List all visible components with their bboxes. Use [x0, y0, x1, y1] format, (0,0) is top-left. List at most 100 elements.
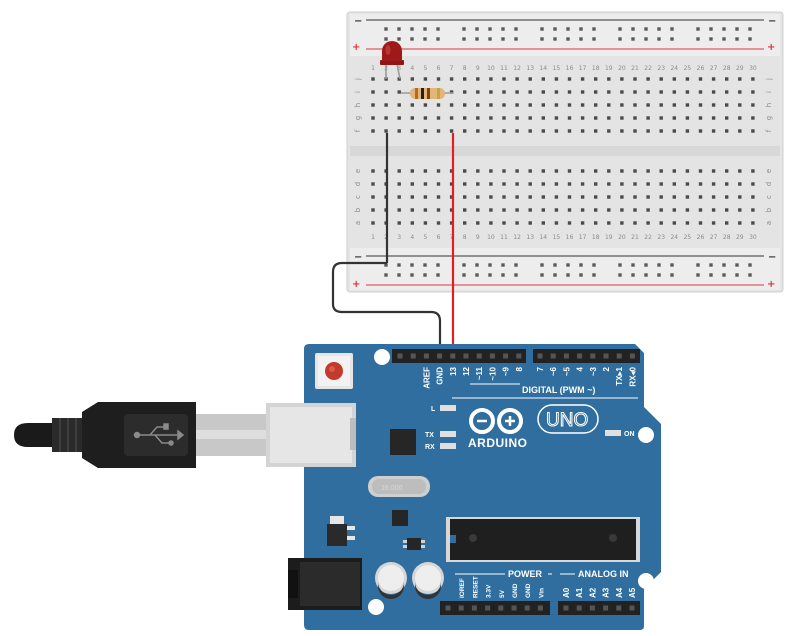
breadboard-hole[interactable]: [476, 116, 480, 120]
breadboard-hole[interactable]: [620, 90, 624, 94]
breadboard-hole[interactable]: [633, 103, 637, 107]
breadboard-hole[interactable]: [685, 221, 690, 225]
breadboard-hole[interactable]: [528, 77, 532, 81]
breadboard-hole[interactable]: [515, 182, 519, 186]
rail-hole[interactable]: [709, 27, 713, 31]
rail-hole[interactable]: [696, 37, 700, 41]
breadboard-hole[interactable]: [659, 221, 663, 225]
breadboard-hole[interactable]: [594, 103, 598, 107]
usb-cable[interactable]: [14, 402, 266, 468]
rail-hole[interactable]: [501, 27, 505, 31]
black-wire-to-gnd[interactable]: [331, 261, 442, 355]
rail-hole[interactable]: [540, 273, 544, 277]
breadboard-hole[interactable]: [502, 116, 506, 120]
rail-hole[interactable]: [475, 37, 479, 41]
breadboard-hole[interactable]: [698, 103, 703, 107]
rail-hole[interactable]: [722, 273, 726, 277]
rail-hole[interactable]: [384, 273, 388, 277]
breadboard-hole[interactable]: [633, 195, 637, 199]
rail-hole[interactable]: [436, 27, 440, 31]
rail-hole[interactable]: [735, 263, 739, 267]
rail-hole[interactable]: [397, 37, 401, 41]
breadboard-hole[interactable]: [489, 103, 493, 107]
breadboard-hole[interactable]: [607, 169, 611, 173]
breadboard-hole[interactable]: [698, 116, 703, 120]
rail-hole[interactable]: [748, 273, 752, 277]
breadboard-hole[interactable]: [436, 129, 441, 133]
breadboard-hole[interactable]: [489, 116, 493, 120]
breadboard-hole[interactable]: [685, 129, 690, 133]
breadboard-hole[interactable]: [463, 103, 467, 107]
header-socket[interactable]: [629, 605, 635, 611]
breadboard-hole[interactable]: [371, 129, 375, 133]
breadboard-hole[interactable]: [502, 169, 506, 173]
breadboard-hole[interactable]: [554, 116, 559, 120]
breadboard-hole[interactable]: [725, 182, 729, 186]
breadboard-hole[interactable]: [725, 116, 729, 120]
breadboard-hole[interactable]: [633, 221, 637, 225]
rail-hole[interactable]: [436, 263, 440, 267]
breadboard-hole[interactable]: [371, 195, 375, 199]
breadboard-hole[interactable]: [489, 90, 493, 94]
breadboard-hole[interactable]: [423, 182, 428, 186]
rail-hole[interactable]: [423, 273, 427, 277]
rail-hole[interactable]: [410, 27, 414, 31]
breadboard-hole[interactable]: [659, 169, 663, 173]
rail-hole[interactable]: [410, 273, 414, 277]
rail-hole[interactable]: [644, 27, 648, 31]
breadboard-hole[interactable]: [410, 208, 414, 212]
breadboard-hole[interactable]: [528, 208, 532, 212]
breadboard-hole[interactable]: [659, 208, 663, 212]
breadboard-hole[interactable]: [410, 182, 414, 186]
breadboard-hole[interactable]: [515, 103, 519, 107]
breadboard-hole[interactable]: [528, 182, 532, 186]
breadboard-hole[interactable]: [541, 221, 545, 225]
breadboard-hole[interactable]: [410, 169, 414, 173]
breadboard-hole[interactable]: [476, 208, 480, 212]
breadboard-hole[interactable]: [502, 103, 506, 107]
breadboard-hole[interactable]: [738, 90, 742, 94]
header-socket[interactable]: [563, 605, 569, 611]
breadboard-hole[interactable]: [528, 221, 532, 225]
rail-hole[interactable]: [384, 263, 388, 267]
breadboard-hole[interactable]: [502, 129, 506, 133]
rail-hole[interactable]: [644, 37, 648, 41]
breadboard-hole[interactable]: [751, 116, 755, 120]
breadboard-hole[interactable]: [371, 221, 375, 225]
rail-hole[interactable]: [514, 37, 518, 41]
rail-hole[interactable]: [722, 27, 726, 31]
breadboard-hole[interactable]: [646, 116, 650, 120]
header-socket[interactable]: [485, 605, 491, 611]
rail-hole[interactable]: [670, 37, 674, 41]
breadboard-hole[interactable]: [633, 169, 637, 173]
rail-hole[interactable]: [631, 27, 635, 31]
breadboard-hole[interactable]: [738, 116, 742, 120]
breadboard-hole[interactable]: [502, 208, 506, 212]
rail-hole[interactable]: [553, 27, 557, 31]
breadboard-hole[interactable]: [672, 169, 676, 173]
breadboard-hole[interactable]: [476, 129, 480, 133]
breadboard-hole[interactable]: [397, 221, 401, 225]
breadboard-hole[interactable]: [554, 182, 559, 186]
rail-hole[interactable]: [423, 263, 427, 267]
rail-hole[interactable]: [709, 37, 713, 41]
breadboard-hole[interactable]: [371, 208, 375, 212]
rail-hole[interactable]: [423, 37, 427, 41]
breadboard-hole[interactable]: [685, 77, 690, 81]
breadboard-hole[interactable]: [698, 182, 703, 186]
breadboard-hole[interactable]: [449, 90, 454, 94]
breadboard-hole[interactable]: [633, 182, 637, 186]
breadboard-hole[interactable]: [698, 221, 703, 225]
breadboard-hole[interactable]: [449, 169, 454, 173]
breadboard[interactable]: − − + + − − + + 112233445566778899101011…: [346, 11, 784, 293]
rail-hole[interactable]: [618, 37, 622, 41]
breadboard-hole[interactable]: [698, 169, 703, 173]
rail-hole[interactable]: [540, 263, 544, 267]
breadboard-hole[interactable]: [725, 169, 729, 173]
breadboard-hole[interactable]: [738, 169, 742, 173]
rail-hole[interactable]: [514, 263, 518, 267]
breadboard-hole[interactable]: [751, 208, 755, 212]
breadboard-hole[interactable]: [476, 77, 480, 81]
breadboard-hole[interactable]: [646, 77, 650, 81]
breadboard-hole[interactable]: [528, 169, 532, 173]
